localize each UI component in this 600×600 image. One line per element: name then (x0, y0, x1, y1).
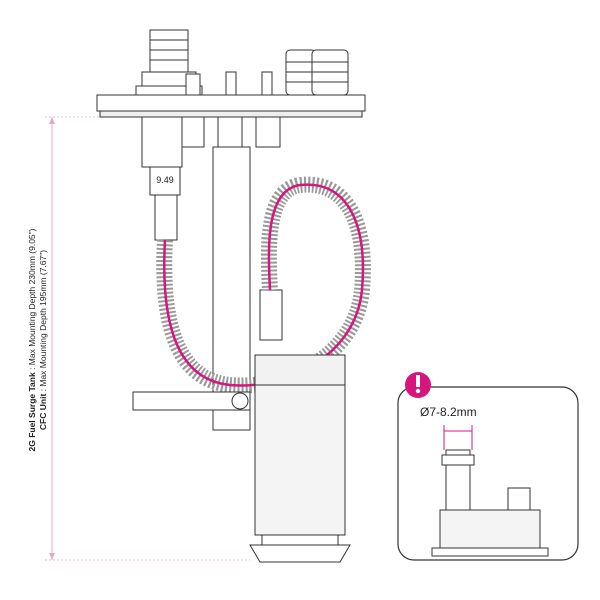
dimension-line-1: 2G Fuel Surge Tank : Max Mounting Depth … (27, 228, 37, 451)
dimension-line-2: CFC Unit : Max Mounting Depth 195mm (7.6… (38, 250, 48, 430)
pump-outlet-detail (431, 449, 549, 557)
mounting-plate (96, 29, 366, 431)
inlet-detail-inset: Ø7-8.2mm (397, 372, 579, 561)
depth-dimension: 2G Fuel Surge Tank : Max Mounting Depth … (27, 116, 250, 561)
fuel-hoses (156, 176, 371, 394)
fuel-pump (132, 354, 351, 563)
warning-icon (405, 372, 431, 398)
fitting-label: 9.49 (156, 175, 174, 185)
diameter-dimension (443, 425, 473, 450)
diameter-label: Ø7-8.2mm (420, 405, 477, 419)
